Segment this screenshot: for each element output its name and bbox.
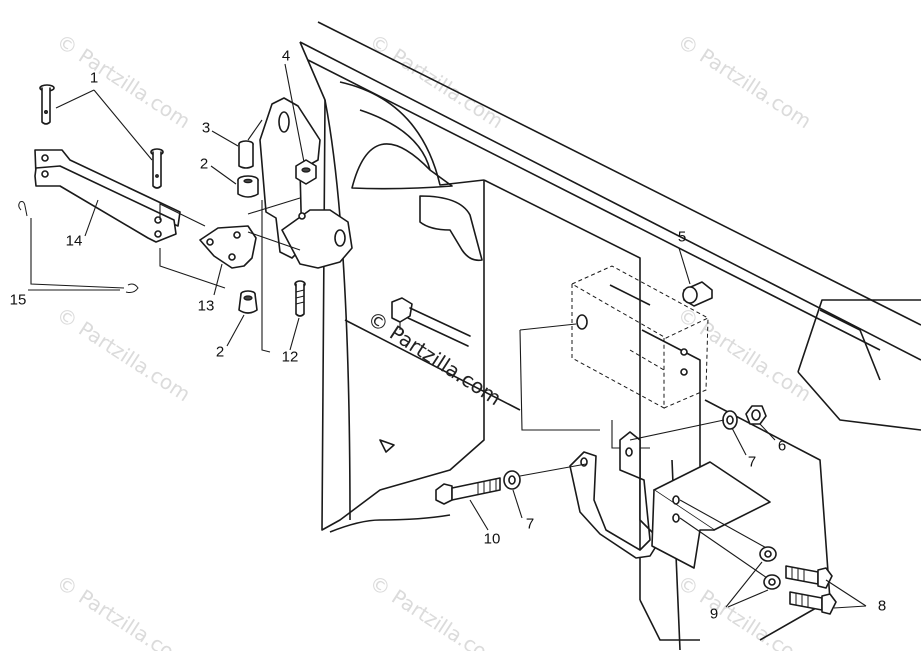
bolt-axis-upper <box>629 419 725 441</box>
callout-10: 10 <box>484 531 501 548</box>
washer-9a <box>759 546 777 562</box>
bolt-8b <box>789 591 837 615</box>
leader-lines <box>28 63 867 609</box>
bolt-axis-lower <box>519 463 587 477</box>
bolt-10 <box>435 477 501 505</box>
callout-9: 9 <box>710 606 718 623</box>
mount-block <box>519 265 710 449</box>
callout-4: 4 <box>282 48 290 65</box>
nut-6 <box>745 405 767 425</box>
l-bracket <box>569 431 661 559</box>
spacer-3 <box>238 140 254 169</box>
washer-lower <box>503 470 521 490</box>
callout-2a: 2 <box>200 156 208 173</box>
mounting-bracket <box>651 461 771 581</box>
washer-upper <box>722 410 738 430</box>
callouts: 1 2 2 3 4 5 6 7 7 8 9 10 12 13 14 15 <box>10 48 887 623</box>
callout-3: 3 <box>202 120 210 137</box>
cotter-pin-group <box>18 201 139 293</box>
callout-13: 13 <box>198 298 215 315</box>
linkage-rod <box>34 149 226 289</box>
clevis-pin-left <box>39 84 55 125</box>
callout-2b: 2 <box>216 344 224 361</box>
callout-7b: 7 <box>526 516 534 533</box>
watermark-5: © Partzilla.com <box>673 302 816 406</box>
bushing-lower <box>238 290 258 314</box>
watermark-1: © Partzilla.com <box>52 29 195 133</box>
watermark-6: © Partzilla.com <box>52 570 195 651</box>
callout-5: 5 <box>678 229 686 246</box>
pivot-bracket <box>199 225 257 269</box>
callout-8: 8 <box>878 598 886 615</box>
vehicle-frame <box>299 21 921 651</box>
callout-6: 6 <box>778 438 786 455</box>
clevis-pin-right <box>150 148 164 189</box>
watermark-8: © Partzilla.com <box>673 570 816 651</box>
callout-14: 14 <box>66 233 83 250</box>
pivot-arm <box>247 97 353 353</box>
watermarks: © Partzilla.com © Partzilla.com © Partzi… <box>52 29 816 651</box>
ball-stud <box>391 297 471 347</box>
spacer-5 <box>682 281 713 307</box>
watermark-7: © Partzilla.com <box>365 570 508 651</box>
callout-12: 12 <box>282 349 299 366</box>
watermark-3: © Partzilla.com <box>673 29 816 133</box>
washer-9b <box>763 574 781 590</box>
callout-1: 1 <box>90 70 98 87</box>
callout-7a: 7 <box>748 454 756 471</box>
bolt-8a <box>785 565 833 589</box>
callout-15: 15 <box>10 292 27 309</box>
grease-fitting <box>294 280 306 317</box>
bushing-upper <box>237 175 259 198</box>
watermark-4: © Partzilla.com <box>52 302 195 406</box>
